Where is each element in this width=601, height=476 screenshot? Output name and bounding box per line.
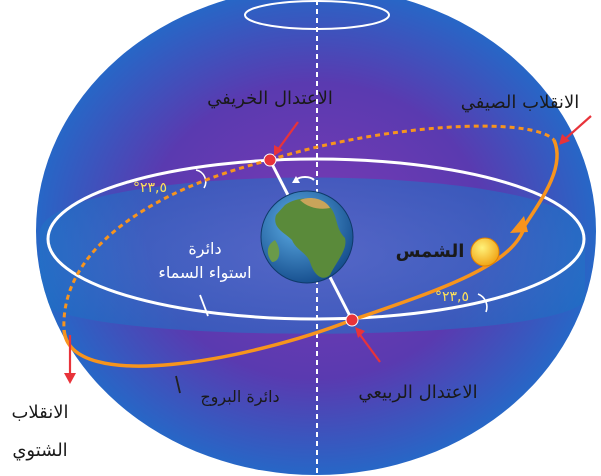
- angle-arc-bottom: [477, 293, 488, 313]
- ecliptic-circle-label: دائرة البروج: [200, 387, 279, 407]
- arrow-winter: [64, 335, 76, 384]
- summer-solstice-label: الانقلاب الصيفي: [461, 92, 579, 113]
- sun: [470, 237, 500, 267]
- arrow-vernal: [355, 327, 381, 363]
- ecliptic-back-right: [269, 124, 556, 162]
- sun-label: الشمس: [396, 241, 465, 262]
- ecliptic-label-pointer: [175, 375, 181, 394]
- ecliptic-front-top: [523, 139, 559, 226]
- equator-label-pointer: [199, 294, 209, 317]
- angle-label-top: °٢٣,٥: [133, 180, 167, 196]
- autumnal-equinox-dot: [263, 153, 277, 167]
- ecliptic-back-left: [62, 158, 271, 331]
- celestial-equator: [46, 157, 586, 321]
- vernal-equinox-label: الاعتدال الربيعي: [358, 382, 477, 403]
- arrow-summer: [559, 115, 592, 145]
- autumnal-equinox-label: الاعتدال الخريفي: [207, 88, 333, 109]
- arrow-autumnal: [274, 121, 299, 156]
- winter-solstice-label-line1: الانقلاب: [11, 402, 68, 423]
- ecliptic-front-right: [351, 224, 527, 322]
- winter-solstice-label-line2: الشتوي: [12, 440, 67, 461]
- earth: [260, 190, 354, 284]
- angle-label-bottom: °٢٣,٥: [435, 289, 469, 305]
- rotation-arrow-head-icon: [292, 176, 300, 183]
- celestial-equator-label-line2: استواء السماء: [158, 263, 251, 283]
- vernal-equinox-dot: [345, 313, 359, 327]
- ecliptic-front-bottom: [62, 318, 353, 368]
- celestial-equator-label-line1: دائرة: [188, 239, 221, 259]
- angle-arc-top: [195, 169, 207, 189]
- ecliptic-direction-arrow: [510, 216, 528, 233]
